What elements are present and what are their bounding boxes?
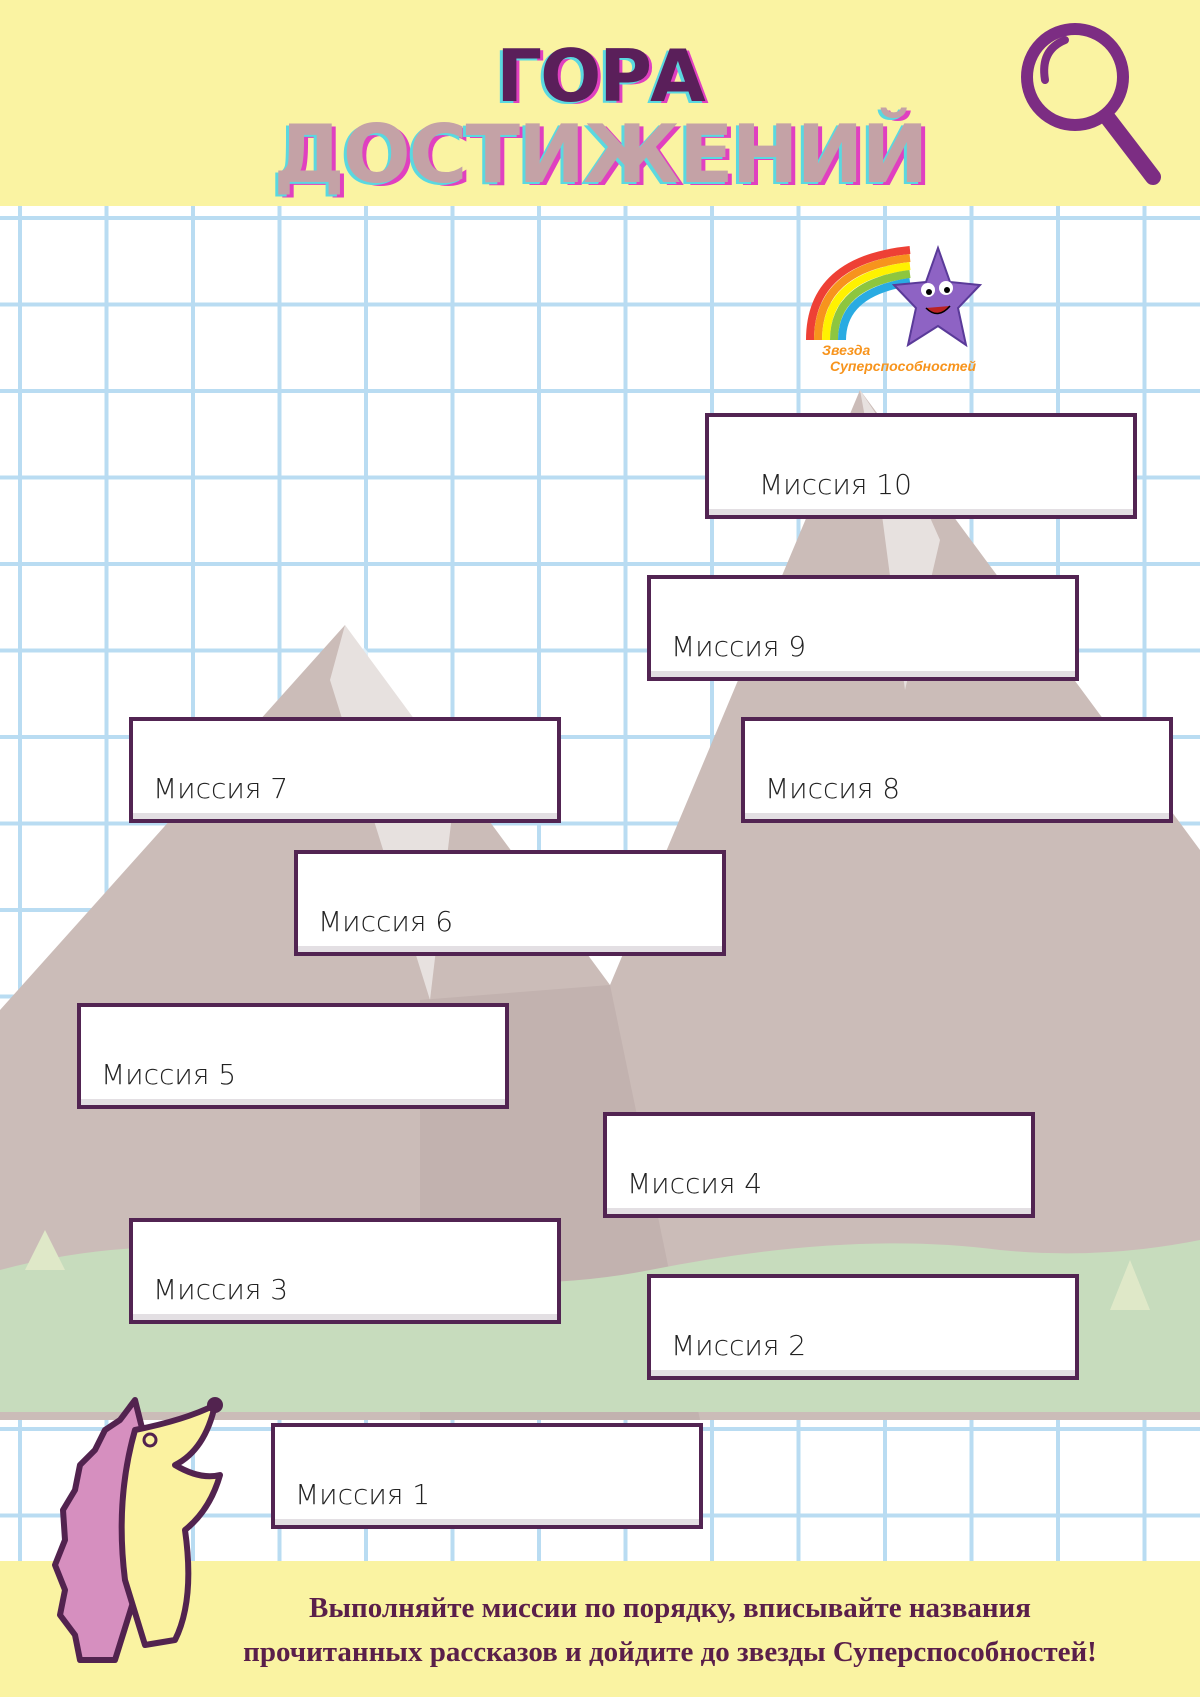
mission-label: Миссия 3 bbox=[153, 1273, 289, 1306]
mission-7-box[interactable]: Миссия 7 bbox=[129, 717, 561, 823]
logo-text-2: Суперспособностей bbox=[830, 358, 977, 374]
mission-8-box[interactable]: Миссия 8 bbox=[741, 717, 1173, 823]
superpower-star-logo: Звезда Суперспособностей bbox=[800, 240, 990, 380]
hedgehog-icon bbox=[52, 1397, 223, 1663]
mission-9-box[interactable]: Миссия 9 bbox=[647, 575, 1079, 681]
mission-label: Миссия 7 bbox=[153, 772, 289, 805]
mission-label: Миссия 1 bbox=[295, 1478, 431, 1511]
magnifier-icon bbox=[1021, 23, 1161, 185]
title-line2: ДОСТИЖЕНИЙ bbox=[273, 108, 929, 201]
mission-6-box[interactable]: Миссия 6 bbox=[294, 850, 726, 956]
mission-label: Миссия 9 bbox=[671, 630, 807, 663]
logo-text-1: Звезда bbox=[822, 342, 871, 358]
mission-label: Миссия 4 bbox=[627, 1167, 763, 1200]
mission-1-box[interactable]: Миссия 1 bbox=[271, 1423, 703, 1529]
mission-label: Миссия 10 bbox=[759, 468, 912, 501]
mission-label: Миссия 5 bbox=[101, 1058, 237, 1091]
title-line1: ГОРА bbox=[496, 34, 706, 118]
mission-2-box[interactable]: Миссия 2 bbox=[647, 1274, 1079, 1380]
footer-banner bbox=[0, 1561, 1200, 1697]
mission-5-box[interactable]: Миссия 5 bbox=[77, 1003, 509, 1109]
mission-4-box[interactable]: Миссия 4 bbox=[603, 1112, 1035, 1218]
mission-3-box[interactable]: Миссия 3 bbox=[129, 1218, 561, 1324]
footer-text-line2: прочитанных рассказов и дойдите до звезд… bbox=[243, 1636, 1097, 1668]
star-icon bbox=[806, 244, 983, 348]
mission-label: Миссия 8 bbox=[765, 772, 901, 805]
header-banner bbox=[0, 0, 1200, 206]
mission-10-box[interactable]: Миссия 10 bbox=[705, 413, 1137, 519]
mission-label: Миссия 2 bbox=[671, 1329, 807, 1362]
mission-label: Миссия 6 bbox=[318, 905, 454, 938]
footer-text-line1: Выполняйте миссии по порядку, вписывайте… bbox=[309, 1592, 1031, 1624]
